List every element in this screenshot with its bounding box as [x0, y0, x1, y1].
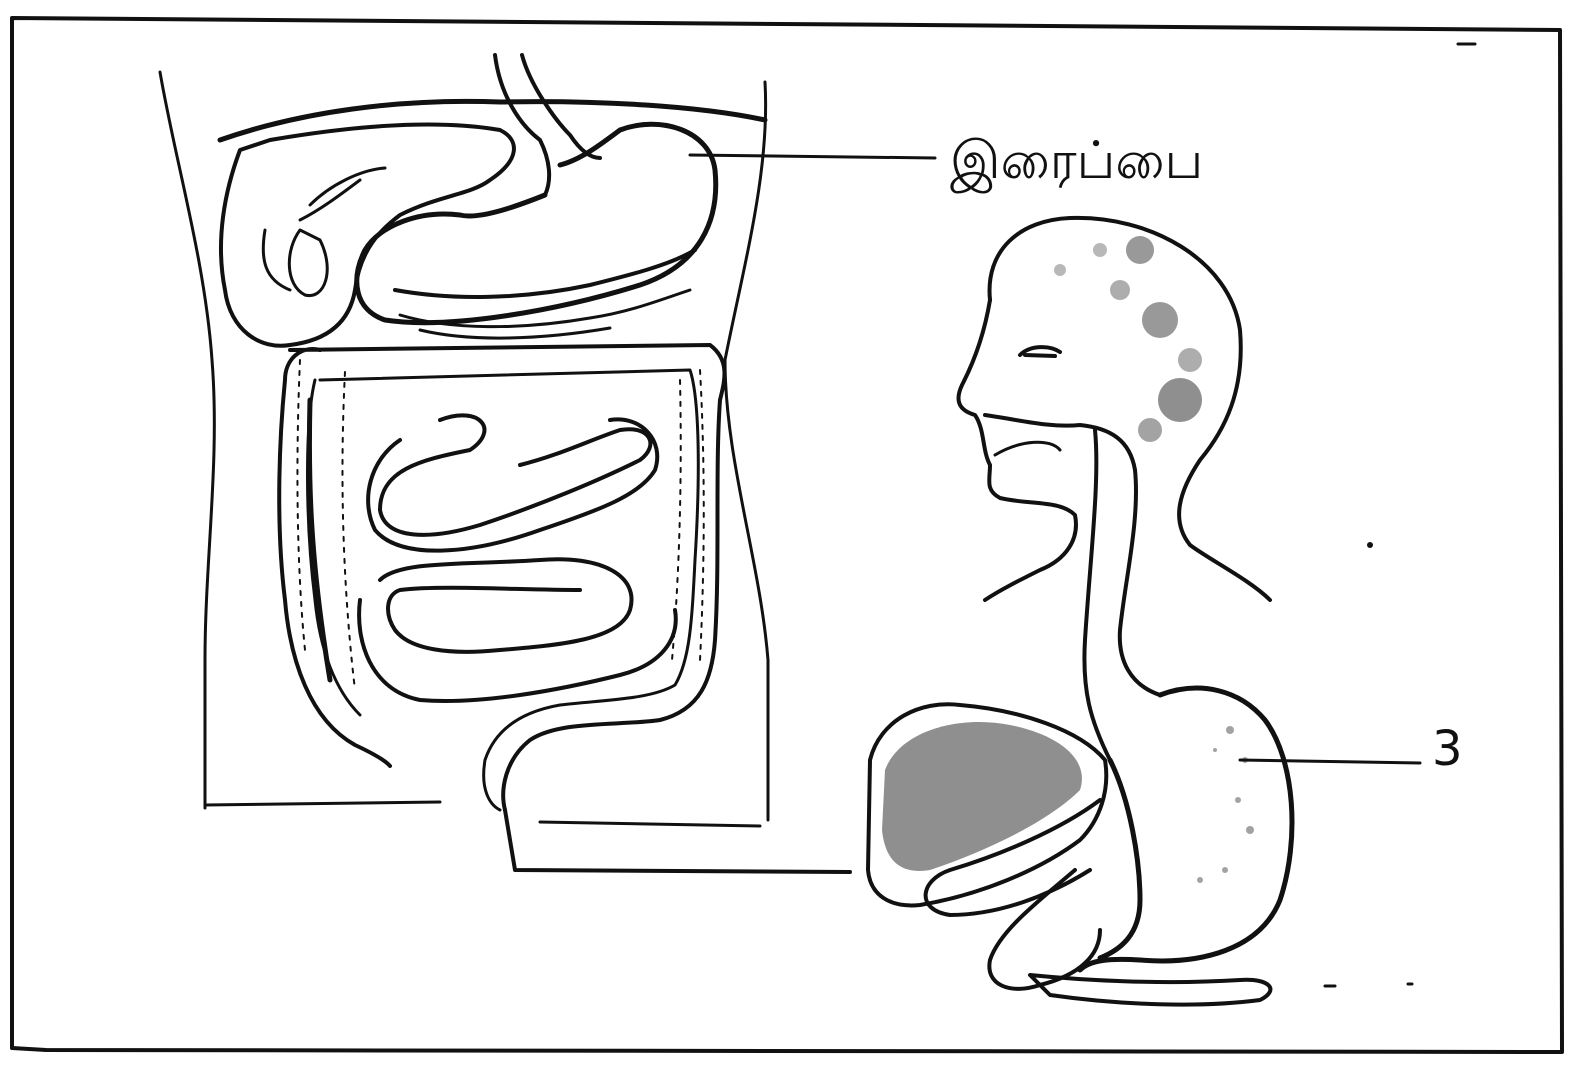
large-intestine-outer — [279, 345, 724, 810]
mouth-cavity — [985, 415, 1135, 470]
diagram-frame — [12, 18, 1562, 1052]
esophagus-inner — [522, 55, 600, 158]
rectum — [505, 810, 850, 872]
head-outline — [990, 218, 1270, 600]
right-stomach-stipple — [1197, 726, 1254, 883]
tongue — [995, 442, 1060, 455]
abdomen-figure — [160, 55, 850, 872]
right-pancreas — [1030, 975, 1270, 1005]
hair-shading — [1054, 236, 1202, 442]
torso-left-outline — [160, 72, 214, 808]
small-intestine-coil-2 — [368, 419, 657, 550]
right-stomach — [1080, 688, 1292, 970]
esophagus-tube-left — [1084, 430, 1110, 760]
head-torso-figure — [868, 218, 1292, 1005]
right-liver-shading — [882, 722, 1082, 871]
stomach-lower-curve — [395, 250, 695, 297]
eye — [1020, 347, 1060, 356]
torso-bottom-line — [205, 802, 440, 805]
small-intestine-coil-3 — [380, 559, 632, 652]
stomach-label: இரைப்பை — [950, 131, 1203, 193]
small-intestine-coil-1 — [380, 415, 650, 534]
part-3-label: 3 — [1432, 721, 1463, 777]
stray-mark-bottom — [1325, 984, 1412, 986]
right-intestine-loop — [989, 870, 1100, 989]
liver-lobe-line — [263, 168, 385, 290]
pelvis-line — [540, 822, 760, 826]
esophagus — [495, 55, 549, 195]
torso-right-outline — [725, 82, 768, 820]
part-3-leader-line — [1240, 760, 1420, 763]
stray-dot-right — [1367, 542, 1373, 548]
stomach-leader-line — [690, 155, 935, 158]
esophagus-tube-right — [1120, 470, 1160, 695]
gallbladder — [289, 230, 327, 296]
colon-haustra — [297, 360, 703, 690]
